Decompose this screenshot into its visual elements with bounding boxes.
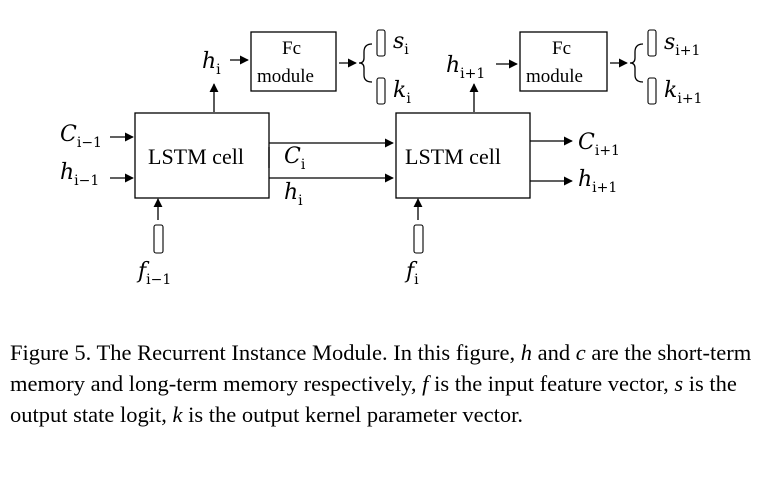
label-f-prev: fi−1 <box>136 259 171 288</box>
recurrent-instance-module-diagram: LSTM cell Ci−1 hi−1 fi−1 hi Fc module si… <box>60 29 702 288</box>
kernel-vector-i <box>376 77 386 105</box>
label-k-i: ki <box>393 78 411 107</box>
state-logit-vector-next <box>647 29 657 57</box>
lstm-cell-2-label: LSTM cell <box>405 144 501 169</box>
label-s-next: si+1 <box>664 30 700 59</box>
feature-vector-prev <box>153 224 164 254</box>
lstm-cell-2 <box>395 112 531 199</box>
lstm-cell-1 <box>134 112 270 199</box>
label-c-next-out: Ci+1 <box>578 130 620 159</box>
fc-module-2-line2: module <box>526 66 583 87</box>
label-f-i: fi <box>404 259 419 288</box>
fc-module-2 <box>519 31 608 92</box>
label-h-prev: hi−1 <box>60 160 99 189</box>
feature-vector-i <box>413 224 424 254</box>
brace-fc2 <box>629 43 644 83</box>
fc-module-1-line2: module <box>257 66 314 87</box>
label-c-prev: Ci−1 <box>60 122 102 151</box>
label-k-next: ki+1 <box>664 78 702 107</box>
fc-module-1 <box>250 31 337 92</box>
label-s-i: si <box>393 29 409 58</box>
fc-module-1-line1: Fc <box>282 38 301 59</box>
label-c-i-mid: Ci <box>284 144 306 173</box>
figure-caption: Figure 5. The Recurrent Instance Module.… <box>10 340 752 427</box>
kernel-vector-next <box>647 77 657 105</box>
label-h-next-top: hi+1 <box>446 53 485 82</box>
state-logit-vector-i <box>376 29 386 57</box>
brace-fc1 <box>358 43 373 83</box>
label-h-next-out: hi+1 <box>578 167 617 196</box>
lstm-cell-1-label: LSTM cell <box>148 144 244 169</box>
fc-module-2-line1: Fc <box>552 38 571 59</box>
label-h-i-mid: hi <box>284 180 303 209</box>
label-h-i-top: hi <box>202 49 221 78</box>
